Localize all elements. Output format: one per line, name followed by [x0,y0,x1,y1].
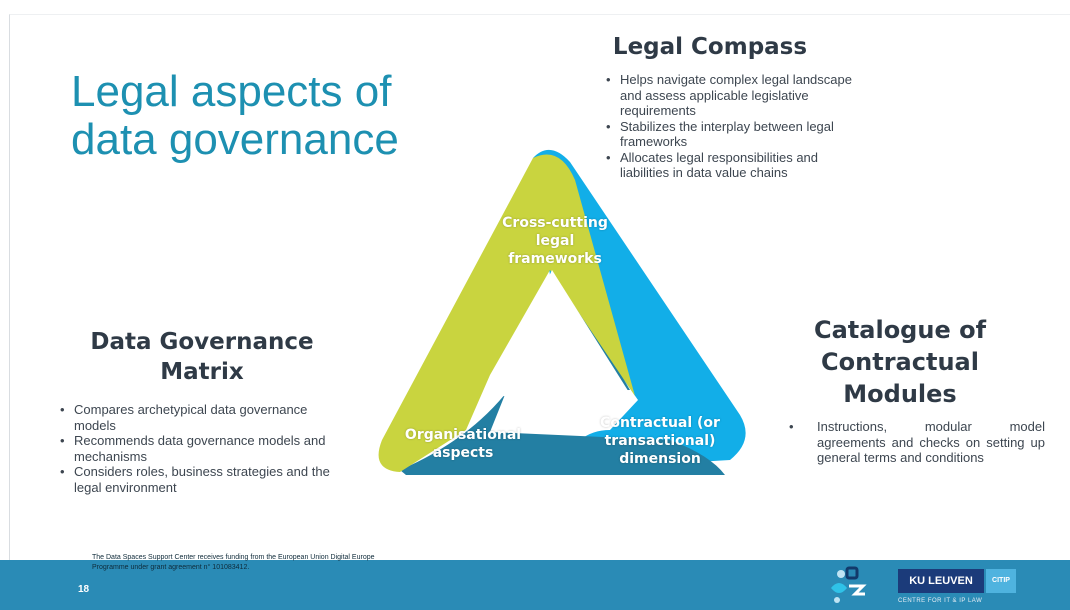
cross-cutting-label: Cross-cutting legal frameworks [500,214,610,268]
dgm-bullet: Considers roles, business strategies and… [58,464,348,495]
slide-frame [9,14,1070,561]
cross-cutting-line-1: Cross-cutting [502,215,608,231]
slide-title-line-1: Legal aspects of [71,67,392,116]
data-governance-matrix-title: Data Governance Matrix [62,327,342,387]
citip-logo: CITIP [986,569,1016,593]
slide-title-line-2: data governance [71,115,399,164]
legal-compass-bullet: Helps navigate complex legal landscape a… [604,72,864,119]
ku-leuven-subtitle: CENTRE FOR IT & IP LAW [898,598,983,604]
slide-title: Legal aspects of data governance [71,68,399,164]
triangle-inner-hole [492,270,632,397]
catalogue-list: Instructions, modular model agreements a… [787,419,1045,466]
ku-leuven-logo: KU LEUVEN [898,569,984,593]
funding-notice: The Data Spaces Support Center receives … [92,554,375,571]
ccm-title-line-3: Modules [843,380,957,408]
ccm-title-line-1: Catalogue of [813,316,987,344]
catalogue-bullet: Instructions, modular model agreements a… [787,419,1045,466]
dgm-title-line-2: Matrix [160,359,244,385]
page-number: 18 [78,584,90,595]
triangle-left-band [378,154,635,472]
catalogue-title: Catalogue of Contractual Modules [780,314,1020,410]
contractual-line-3: dimension [619,451,701,467]
contractual-label: Contractual (or transactional) dimension [594,414,726,468]
legal-compass-title: Legal Compass [612,34,808,60]
dssc-logo-icon [831,566,867,603]
dgm-bullet: Recommends data governance models and me… [58,433,348,464]
organisational-line-2: aspects [432,445,494,461]
legal-compass-list: Helps navigate complex legal landscape a… [604,72,864,181]
cross-cutting-line-3: frameworks [508,251,602,267]
dgm-bullet: Compares archetypical data governance mo… [58,402,348,433]
organisational-line-1: Organisational [404,427,522,443]
organisational-label: Organisational aspects [403,426,523,462]
ccm-title-line-2: Contractual [821,348,979,376]
three-part-triangle-diagram [378,149,746,475]
footer-bar [0,560,1070,610]
data-governance-matrix-list: Compares archetypical data governance mo… [58,402,348,495]
legal-compass-bullet: Allocates legal responsibilities and lia… [604,150,864,181]
legal-compass-bullet: Stabilizes the interplay between legal f… [604,119,864,150]
dgm-title-line-1: Data Governance [90,329,314,355]
contractual-line-2: transactional) [604,433,716,449]
contractual-line-1: Contractual (or [600,415,720,431]
cross-cutting-line-2: legal [535,233,575,249]
